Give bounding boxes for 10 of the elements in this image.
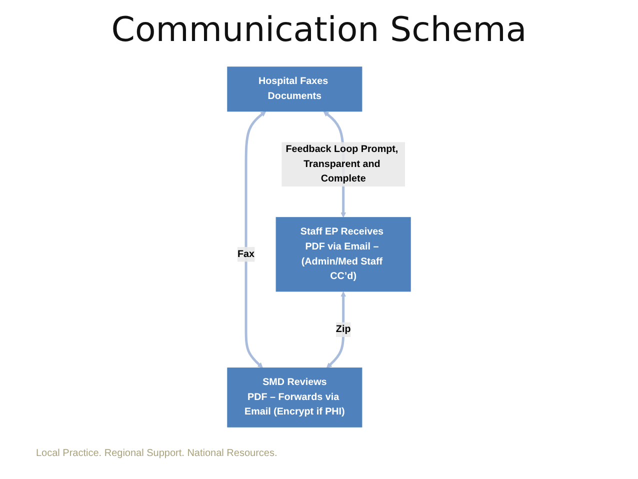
- edge-label: Fax: [238, 248, 255, 260]
- footer-note: Local Practice. Regional Support. National Resources.: [36, 448, 278, 459]
- node-box: Staff EP Receives PDF via Email – (Admin/Med Staff CC’d): [276, 217, 411, 292]
- slide-title: Communication Schema: [110, 10, 528, 50]
- node-box: SMD Reviews PDF – Forwards via Email (Encrypt if PHI): [227, 368, 362, 428]
- edge-label: Feedback Loop Prompt, Transparent and Complete: [286, 144, 398, 184]
- arrow: [326, 291, 346, 368]
- arrow: [244, 111, 266, 368]
- edge-label: Zip: [336, 324, 351, 335]
- node-box: Hospital Faxes Documents: [227, 66, 362, 112]
